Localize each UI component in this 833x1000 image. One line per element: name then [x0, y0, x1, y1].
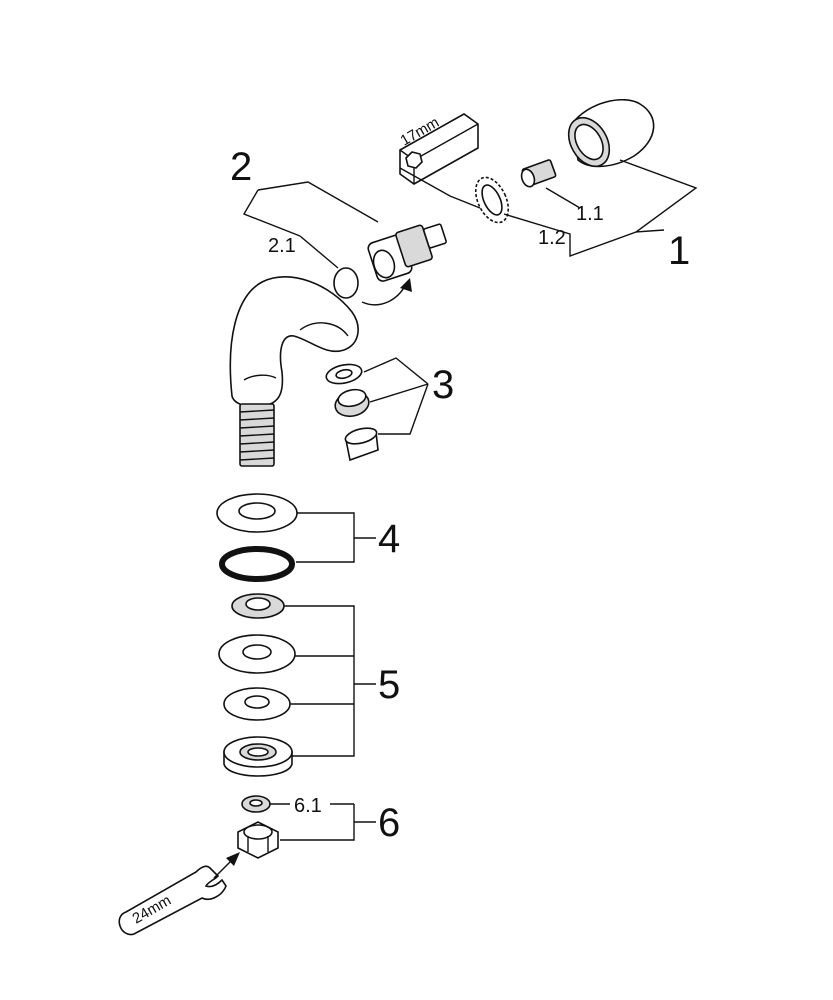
leader-lines: [242, 159, 698, 841]
flat-washer-medium: [223, 687, 291, 721]
small-washer-6-1: [241, 795, 271, 813]
aerator-insert: [334, 388, 370, 418]
label-group-4: 4: [378, 517, 400, 561]
wrench-tool: [118, 865, 227, 936]
label-sub-1-2: 1.2: [538, 227, 566, 249]
flat-washer-large: [218, 634, 296, 674]
serrated-washer: [474, 176, 510, 224]
label-group-1: 1: [668, 229, 690, 273]
hex-nut: [237, 821, 279, 859]
spout-body: [229, 276, 359, 467]
label-group-2: 2: [230, 145, 252, 189]
spacer-ring: [231, 593, 285, 619]
handle-screw: [520, 159, 557, 188]
cartridge-part: [367, 223, 447, 282]
label-group-3: 3: [432, 363, 454, 407]
label-group-6: 6: [378, 801, 400, 845]
locking-nut: [223, 736, 293, 777]
label-sub-1-1: 1.1: [576, 203, 604, 225]
thread-lines: [239, 409, 275, 461]
o-ring-2-1: [333, 267, 359, 299]
label-sub-6-1: 6.1: [294, 795, 322, 817]
aerator-housing: [344, 427, 379, 462]
rotate-arrow: [361, 283, 407, 306]
wrench-arrowhead: [226, 852, 240, 866]
label-group-5: 5: [378, 663, 400, 707]
label-sub-2-1: 2.1: [268, 235, 296, 257]
mounting-washer: [216, 493, 298, 533]
rotate-arrowhead: [400, 278, 412, 292]
handle-cap: [567, 98, 655, 168]
hex-key-tool: [399, 113, 479, 185]
aerator-washer: [325, 363, 363, 385]
black-o-ring: [219, 546, 295, 582]
